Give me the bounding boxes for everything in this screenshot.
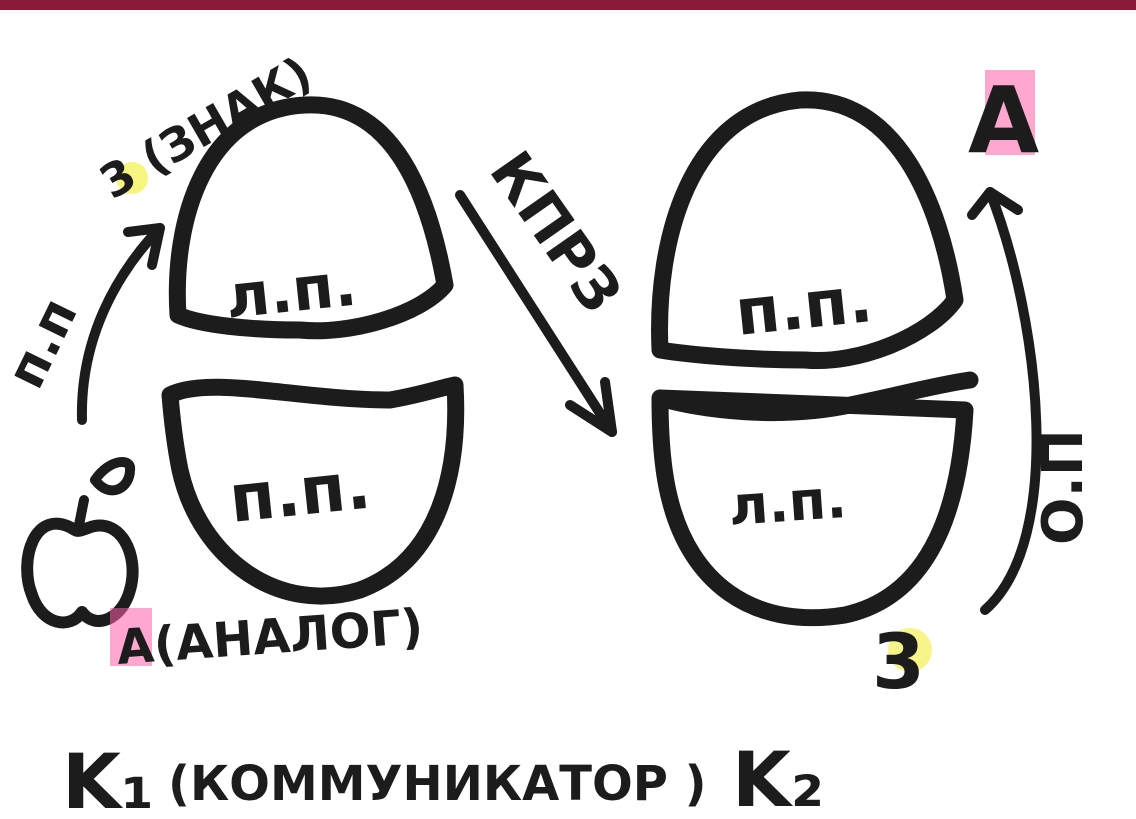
top-banner-strip <box>0 0 1136 10</box>
pink-marker-left <box>110 608 152 666</box>
yellow-marker-left <box>116 162 148 194</box>
right-top-label: п.п. <box>732 263 876 351</box>
k2-label: K₂ <box>732 735 824 819</box>
right-arrow-label: О.П <box>1031 429 1096 545</box>
k1-label: K₁ <box>62 737 154 819</box>
pink-marker-right <box>985 70 1035 155</box>
left-up-arrow <box>76 223 165 425</box>
left-bottom-bowl <box>161 376 465 605</box>
right-analog-label: А <box>968 67 1039 174</box>
right-bottom-bowl <box>651 371 979 627</box>
middle-diagonal-arrow <box>455 190 617 437</box>
left-top-dome <box>168 96 454 340</box>
left-analog-label: А(АНАЛОГ) <box>115 599 425 676</box>
right-up-arrow <box>967 187 1042 615</box>
right-sign-label: 3 <box>872 617 925 706</box>
left-arrow-label: п.п <box>0 289 90 398</box>
apple-icon <box>21 457 139 629</box>
communicator-label: (КОММУНИКАТОР ) <box>168 756 707 812</box>
right-top-dome <box>651 91 964 370</box>
left-bottom-label: п.п. <box>226 447 375 538</box>
middle-arrow-label: КПРЗ <box>477 139 636 325</box>
right-bottom-label: л.п. <box>727 467 849 538</box>
yellow-marker-right <box>888 628 932 672</box>
left-top-label: л.п. <box>222 250 360 333</box>
